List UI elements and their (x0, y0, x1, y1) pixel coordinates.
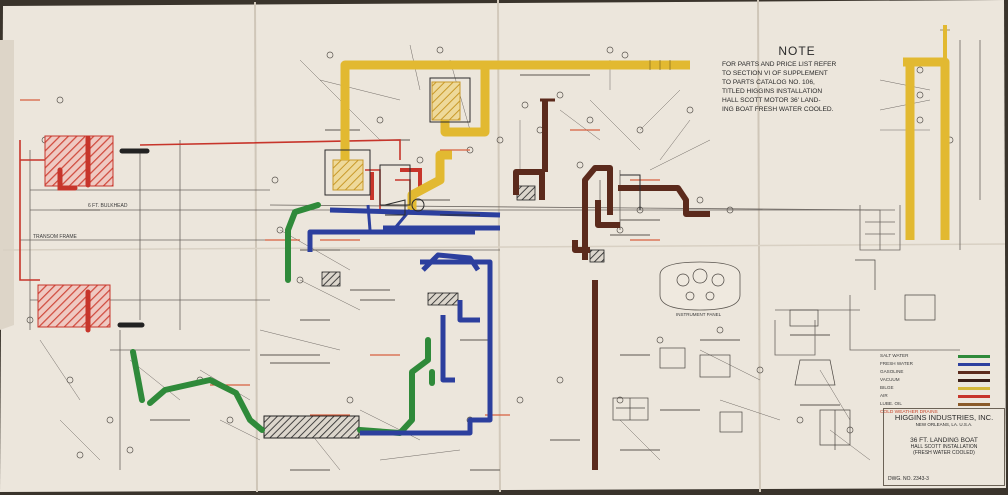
instrument-panel-label: INSTRUMENT PANEL (676, 312, 722, 317)
legend-row: LUBE. OIL (880, 401, 996, 409)
legend-swatch (958, 371, 990, 374)
legend-swatch (958, 355, 990, 358)
red-annotations (20, 99, 660, 416)
bilge-tank (431, 81, 461, 121)
small-annotations (60, 74, 840, 471)
legend-row: AIR (880, 393, 996, 401)
fold-line (254, 1, 258, 493)
air-pipes (57, 135, 91, 333)
note-line: FOR PARTS AND PRICE LIST REFER (722, 61, 837, 68)
legend-row: BILGE (880, 385, 996, 393)
bilge-pipes (340, 60, 690, 215)
tank-fittings (117, 148, 150, 328)
legend-row: VACUUM (880, 377, 996, 385)
bracket-details (612, 259, 936, 450)
gasoline-pipes (513, 100, 710, 470)
title-block-subtitle2: (FRESH WATER COOLED) (913, 450, 975, 456)
air-stubs (370, 168, 422, 200)
legend-label: BILGE (880, 385, 894, 390)
legend-label: GASOLINE (880, 369, 904, 374)
legend-swatch (958, 363, 990, 366)
fuel-tank-lower (37, 284, 111, 328)
title-block-dwg-number: DWG. NO. 2343-3 (888, 476, 929, 482)
note-title: NOTE (778, 44, 816, 58)
engine-block (332, 159, 364, 191)
strainer-box (321, 271, 341, 287)
paper-curl (0, 40, 14, 330)
note-line: HALL SCOTT MOTOR 36' LAND- (722, 97, 821, 104)
legend-label: AIR (880, 393, 888, 398)
pipe-legend: SALT WATER FRESH WATER GASOLINE VACUUM B… (880, 353, 996, 415)
leader-lines (39, 44, 931, 471)
fuel-tank-upper (44, 135, 114, 187)
note-line: TITLED HIGGINS INSTALLATION (722, 88, 823, 95)
fold-line (2, 243, 1006, 251)
fresh-water-pipes-thin (366, 204, 412, 231)
legend-row: GASOLINE (880, 369, 996, 377)
legend-swatch (958, 403, 990, 406)
note-line: TO PARTS CATALOG No. 106, (722, 79, 815, 86)
legend-row: FRESH WATER (880, 361, 996, 369)
legend-row: SALT WATER (880, 353, 996, 361)
instrument-panel (659, 261, 741, 311)
part-callouts (26, 46, 954, 459)
title-block-title: 36 FT. LANDING BOAT (910, 437, 978, 444)
legend-cold-weather: COLD WEATHER DRAINS (880, 410, 938, 415)
legend-label: VACUUM (880, 377, 900, 382)
heat-exchanger (427, 292, 459, 306)
fold-line (497, 0, 501, 493)
engine-outline (324, 77, 641, 216)
title-block-address: NEW ORLEANS, LA. U.S.A. (915, 422, 973, 427)
title-block-company: HIGGINS INDUSTRIES, INC. (894, 413, 994, 422)
note-line: ING BOAT FRESH WATER COOLED. (722, 106, 834, 113)
fresh-water-pipes (307, 207, 501, 436)
legend-swatch (958, 387, 990, 390)
hull-lines (20, 40, 981, 470)
gas-filter (516, 185, 536, 201)
note-line: TO SECTION VI OF SUPPLEMENT (722, 70, 828, 77)
legend-label: FRESH WATER (880, 361, 913, 366)
legend-label: SALT WATER (880, 353, 909, 358)
bulkhead-label: 6 FT. BULKHEAD (88, 203, 128, 209)
title-block: HIGGINS INDUSTRIES, INC. NEW ORLEANS, LA… (883, 408, 1005, 486)
vacuum-valve (589, 249, 605, 263)
exhaust-muffler (263, 415, 360, 439)
legend-swatch (958, 395, 990, 398)
title-block-subtitle: HALL SCOTT INSTALLATION (910, 444, 978, 450)
note-block: NOTE FOR PARTS AND PRICE LIST REFER TO S… (722, 44, 872, 114)
legend-swatch (958, 379, 990, 382)
transom-frame-label: TRANSOM FRAME (33, 234, 77, 240)
legend-label: LUBE. OIL (880, 401, 902, 406)
